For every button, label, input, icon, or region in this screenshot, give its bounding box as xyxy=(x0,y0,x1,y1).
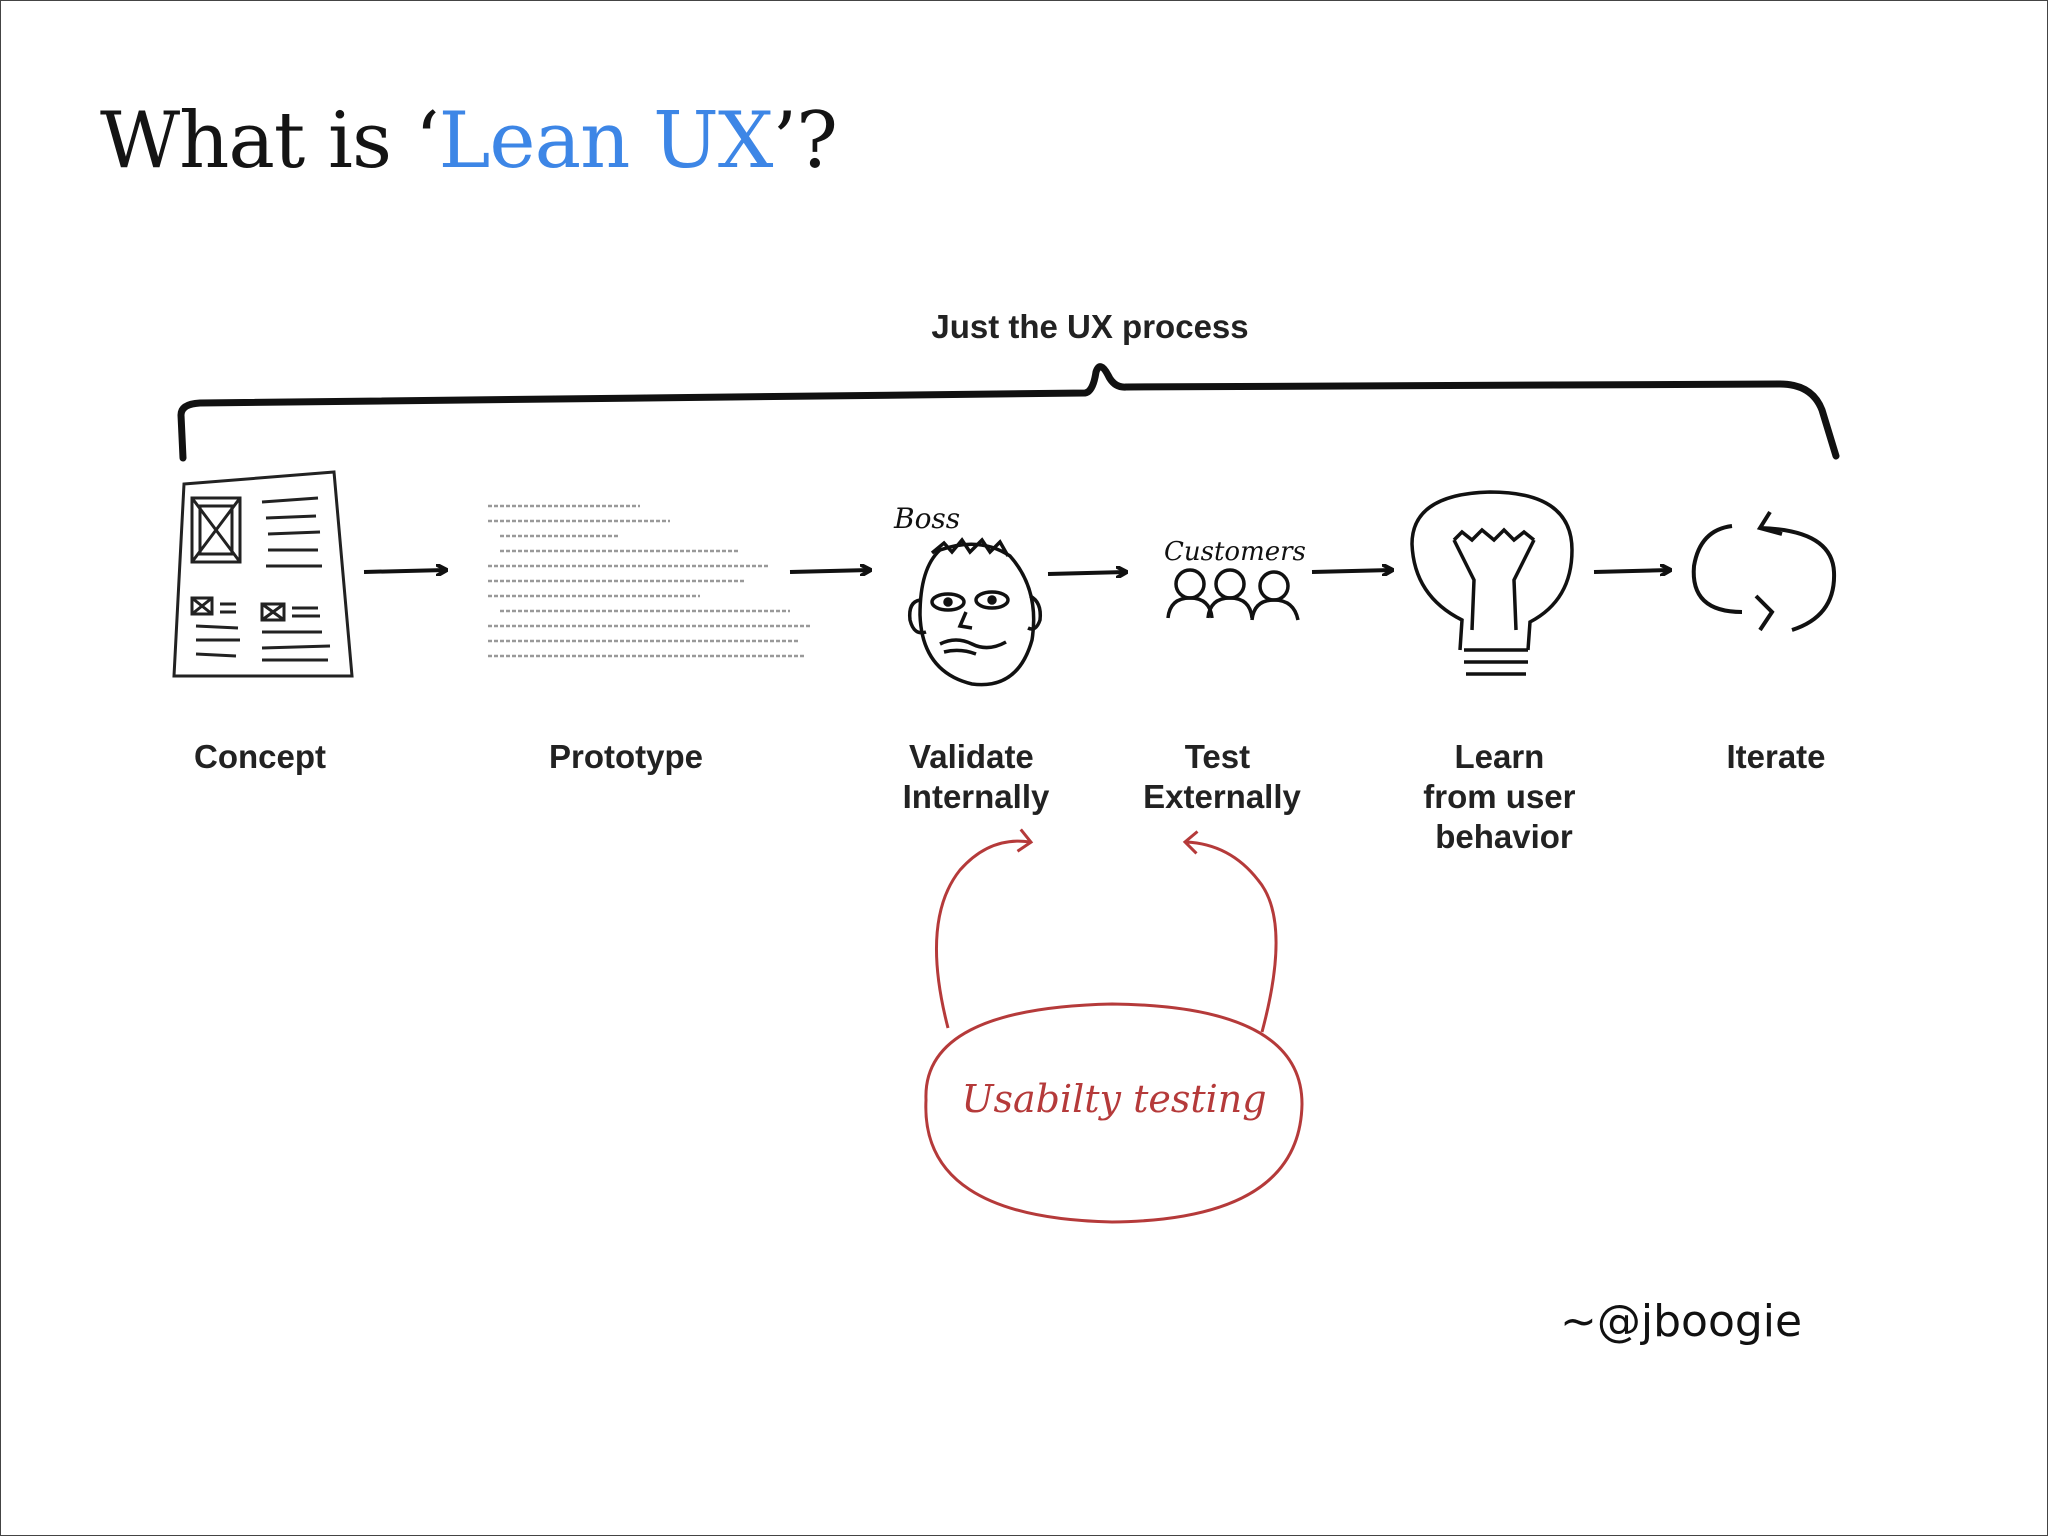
customers-caption: Customers xyxy=(1164,537,1306,567)
flow-arrow xyxy=(789,570,870,572)
customers-icon xyxy=(1166,568,1300,621)
title-highlight: Lean UX xyxy=(438,96,774,186)
slide-title: What is ‘Lean UX’? xyxy=(100,96,838,186)
step-label-line: Internally xyxy=(903,778,1050,815)
step-label-line: behavior xyxy=(1435,818,1573,855)
flow-arrow xyxy=(1047,572,1126,574)
step-label-prototype: Prototype xyxy=(549,738,703,775)
step-label-test: Test Externally xyxy=(1143,738,1301,815)
usability-ellipse xyxy=(924,1002,1304,1224)
title-suffix: ’? xyxy=(772,96,838,186)
usability-label: Usabilty testing xyxy=(961,1077,1266,1121)
step-label-line: Test xyxy=(1185,738,1250,775)
wireframe-sketch-icon xyxy=(172,470,354,678)
title-prefix: What is ‘ xyxy=(100,96,440,186)
boss-face-icon xyxy=(907,537,1043,687)
flow-arrow xyxy=(1311,570,1392,572)
flow-arrows xyxy=(363,570,1670,574)
brace-label: Just the UX process xyxy=(931,308,1248,345)
step-label-line: Prototype xyxy=(549,738,703,775)
flow-arrow xyxy=(363,570,446,572)
usability-testing-group xyxy=(924,828,1304,1224)
step-label-concept: Concept xyxy=(194,738,326,775)
step-label-iterate: Iterate xyxy=(1726,738,1825,775)
author-credit: ~@jboogie xyxy=(1560,1296,1803,1347)
step-label-line: Validate xyxy=(909,738,1034,775)
code-snippet-icon xyxy=(488,504,810,658)
step-label-line: Learn xyxy=(1454,738,1544,775)
cycle-arrows-icon xyxy=(1691,510,1837,632)
lightbulb-icon xyxy=(1410,490,1574,676)
usability-arrow-left xyxy=(934,828,1034,1029)
step-label-line: Concept xyxy=(194,738,326,775)
boss-caption: Boss xyxy=(893,502,960,535)
step-label-line: Iterate xyxy=(1726,738,1825,775)
step-label-learn: Learn from user behavior xyxy=(1423,738,1584,855)
step-label-line: from user xyxy=(1423,778,1575,815)
process-brace xyxy=(177,363,1840,462)
step-label-line: Externally xyxy=(1143,778,1301,815)
usability-arrow-right xyxy=(1182,830,1278,1033)
flow-arrow xyxy=(1593,570,1670,572)
step-label-validate: Validate Internally xyxy=(903,738,1050,815)
